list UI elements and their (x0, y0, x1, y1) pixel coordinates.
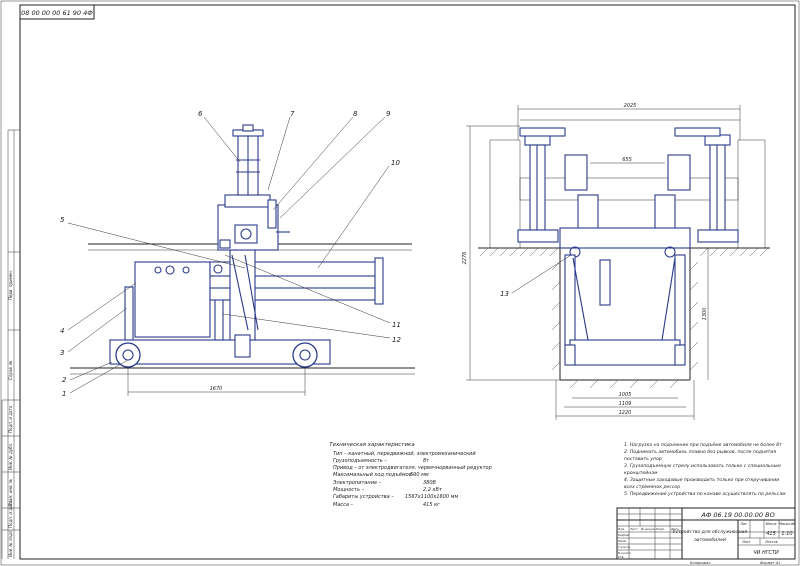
col-sign: Подп. (656, 527, 665, 531)
designation: АФ 06.19 00.00.00 ВО (700, 511, 774, 519)
tech-row-6-value: 1567х1100х1600 мм (405, 494, 458, 500)
tech-title: Техническая характеристика (329, 442, 415, 448)
role-norm-control: Н.контр. (618, 551, 631, 555)
tech-row-4-value: 380В (423, 480, 437, 486)
tech-row-5-label: Мощность – (333, 487, 365, 493)
scale-value: 1:10 (781, 531, 792, 537)
dim-overall-width: 2025 (624, 103, 637, 109)
tech-row-3-value: 500 мм (410, 472, 429, 478)
note-line-3: 3. Грузоподъемную стрелу использовать то… (624, 463, 781, 469)
dim-height: 2276 (462, 252, 468, 265)
scale-header: Масштаб (779, 522, 795, 526)
notes: 1. Нагрузка на подъемник при подъёме авт… (624, 442, 786, 497)
callout-10: 10 (391, 159, 400, 167)
callout-7: 7 (290, 110, 295, 118)
strip-dup-inv: Инв. № дубл. (8, 443, 13, 470)
callout-13: 13 (500, 290, 509, 298)
callout-1: 1 (62, 390, 66, 398)
callout-3: 3 (60, 349, 64, 357)
role-tech-control: Т.контр. (618, 545, 631, 549)
note-line-0: 1. Нагрузка на подъемник при подъёме авт… (624, 442, 782, 448)
tech-row-1-label: Грузоподъемность – (333, 458, 387, 464)
sheet-label: Лист (741, 540, 752, 544)
callout-4: 4 (60, 327, 64, 335)
tech-row-7-label: Масса – (333, 502, 354, 508)
side-view: 1670 1 2 3 4 5 6 7 8 9 10 11 12 (60, 110, 415, 398)
dim-1220: 1220 (619, 410, 632, 416)
org-name: ЧИ НГСТИ (753, 550, 779, 556)
note-line-6: всех стремянок рессор (624, 485, 680, 490)
strip-sign-date-2: Подп. и дата (8, 500, 13, 528)
tech-row-3-label: Максимальный ход подъёмов – (333, 472, 416, 478)
mass-value: 415 (766, 531, 776, 537)
callout-11: 11 (392, 321, 401, 329)
tech-row-5-value: 2,2 кВт (423, 487, 443, 493)
callout-5: 5 (60, 216, 65, 224)
note-line-7: 5. Передвижение устройства по канаве осу… (624, 491, 786, 497)
note-line-5: 4. Защитные заходовые производить только… (624, 477, 779, 483)
strip-repl-inv: Взам. инв. № (8, 479, 13, 506)
col-sheet: Лист (629, 527, 638, 531)
title-block: АФ 06.19 00.00.00 ВО Устройство для обсл… (616, 507, 796, 560)
strip-ref-no: Справ. № (8, 361, 13, 380)
housing-box (134, 261, 211, 338)
callout-12: 12 (392, 336, 401, 344)
wheel-left (115, 342, 141, 368)
role-checker: Пров. (618, 539, 627, 543)
mass-header: Масса (766, 522, 777, 526)
pit-frame (569, 339, 681, 366)
dim-inner: 655 (622, 157, 632, 163)
dim-pit-depth: 1300 (702, 308, 708, 321)
stamp-box (19, 4, 95, 20)
left-binding-strip: Перв. примен. Справ. № Подп. и дата Инв.… (1, 129, 20, 559)
dim-1005: 1005 (619, 392, 632, 398)
sheets-label: Листов (764, 540, 778, 544)
dim-base-length: 1670 (210, 386, 223, 392)
copied-label: Копировал (690, 561, 711, 565)
tech-row-7-value: 415 кг (423, 502, 440, 508)
doc-name-line2: автомобилей (694, 537, 726, 543)
col-date: Дата (670, 527, 679, 531)
top-stamp: 08 00 00 00 61 90 4Ф (21, 9, 93, 17)
strip-orig-inv: Инв. № подл. (8, 529, 13, 557)
col-doc-no: № докум. (640, 527, 656, 531)
callout-2: 2 (62, 376, 67, 384)
inner-frame (19, 4, 796, 560)
role-developer: Разраб. (618, 533, 630, 537)
tech-row-0-label: Тип – канатный, передвижной, электромеха… (333, 451, 476, 457)
role-approved: Утв. (618, 555, 624, 559)
tech-row-1-value: 8т (423, 458, 430, 464)
doc-name-line1: Устройство для обслуживания (673, 529, 748, 535)
format-label: Формат А1 (760, 561, 780, 565)
crossbeam (559, 227, 691, 249)
note-line-1: 2. Поднимать автомобиль плавно без рывко… (624, 449, 776, 455)
callout-9: 9 (386, 110, 391, 118)
note-line-4: кронштейнам (624, 470, 658, 476)
callout-8: 8 (353, 110, 358, 118)
strip-sign-date-1: Подп. и дата (8, 405, 13, 433)
tech-row-6-label: Габариты устройства – (333, 494, 394, 500)
dim-1109: 1109 (619, 401, 632, 407)
tech-row-2-label: Привод – от электродвигателя, червячнорв… (333, 465, 492, 471)
tech-row-4-label: Электропитание – (332, 480, 382, 486)
strip-first-use: Перв. примен. (8, 270, 13, 300)
lit-header: Лит. (739, 522, 748, 526)
front-view: 2025 655 2276 1300 1005 1109 1220 13 (462, 103, 770, 420)
note-line-2: поставить упор (624, 457, 662, 462)
tech-characteristics: Техническая характеристика Тип – канатны… (329, 442, 492, 508)
col-change: Изм. (618, 527, 625, 531)
wheel-right (292, 342, 318, 368)
callout-6: 6 (198, 110, 203, 118)
